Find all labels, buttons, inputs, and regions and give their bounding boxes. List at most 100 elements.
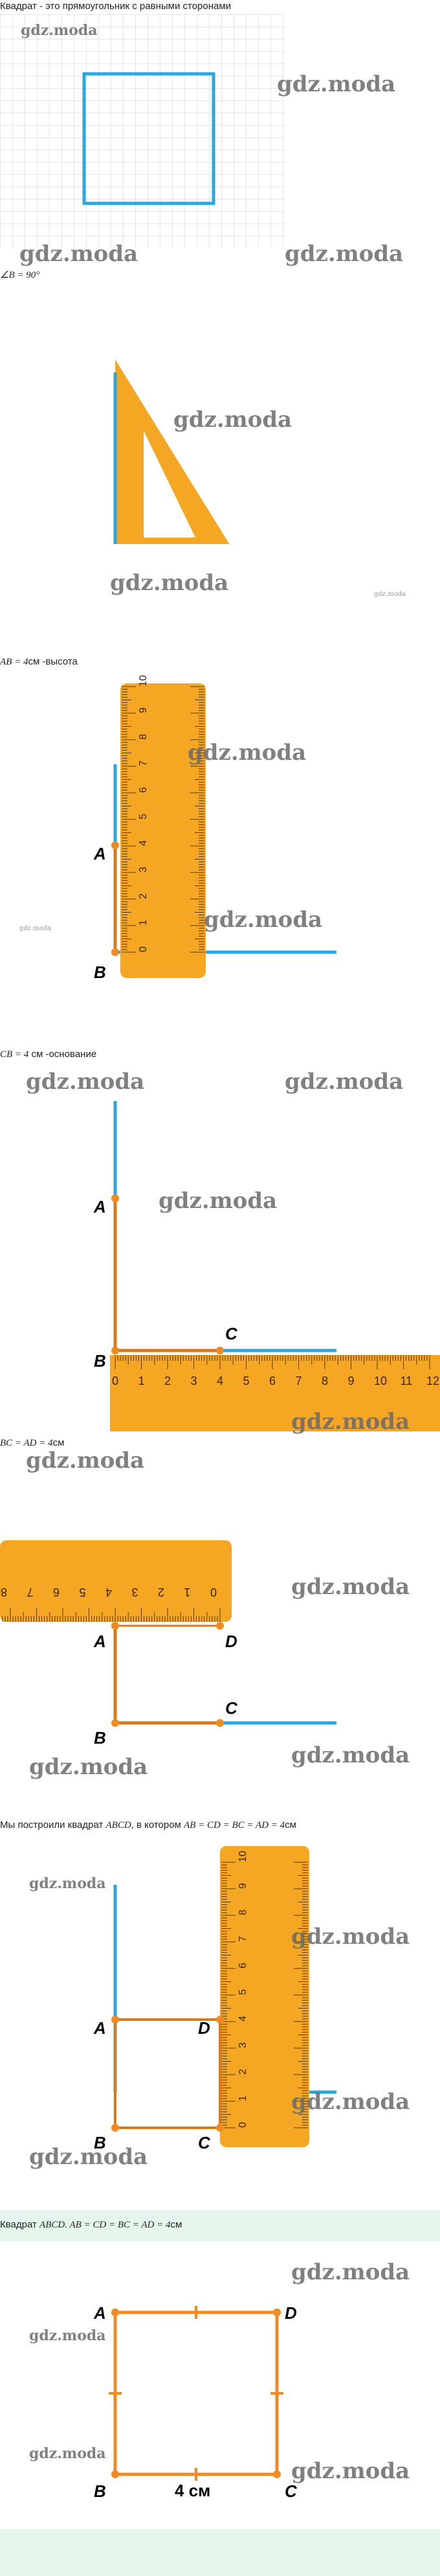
ruler-number: 4	[138, 840, 149, 846]
horizontal-ruler	[110, 1355, 440, 1431]
ruler-number: 2	[237, 2069, 248, 2075]
step5-rest: см	[52, 1437, 65, 1448]
ruler-number: 2	[158, 1586, 164, 1599]
ruler-number: 7	[138, 760, 149, 766]
ruler-number: 0	[210, 1586, 217, 1599]
set-square-figure: B	[113, 359, 230, 544]
final-band-bottom	[0, 2529, 440, 2576]
point-d	[216, 1622, 224, 1630]
step5-text: BC = AD = 4см	[0, 1437, 64, 1450]
ruler-number: 7	[237, 1936, 248, 1942]
ruler-number: 8	[237, 1909, 248, 1915]
watermark: gdz.moda	[188, 740, 307, 766]
abcd: ABCD	[105, 1820, 131, 1830]
abcd-formula: ABCD. AB = CD = BC = AD = 4	[39, 2220, 171, 2230]
watermark: gdz.moda	[285, 241, 404, 267]
label-d: D	[285, 2303, 297, 2323]
ruler-number: 5	[138, 814, 149, 819]
vertical-ruler	[120, 683, 206, 978]
angle-text: ∠B = 90°	[0, 270, 40, 280]
upside-down-ruler	[0, 1540, 232, 1622]
ruler-number: 9	[237, 1883, 248, 1889]
ruler-number: 1	[184, 1586, 190, 1599]
point-c	[216, 1719, 224, 1727]
watermark: gdz.moda	[291, 1409, 410, 1435]
point-c	[216, 1347, 224, 1354]
point-d	[273, 2308, 281, 2316]
ab-formula: AB = 4	[0, 657, 28, 667]
point-a	[111, 1622, 119, 1630]
ruler-number: 3	[138, 867, 149, 872]
ruler-number: 9	[348, 1374, 355, 1387]
label-b: B	[94, 2133, 106, 2152]
watermark: gdz.moda	[277, 71, 396, 97]
label-a: A	[93, 1197, 106, 1216]
step7-text: Квадрат ABCD. AB = CD = BC = AD = 4см	[0, 2218, 182, 2231]
label-a: A	[93, 2303, 106, 2323]
ruler-number: 3	[131, 1586, 138, 1599]
final-band-top	[0, 2210, 440, 2241]
watermark: gdz.moda	[29, 1754, 148, 1780]
label-b: B	[94, 963, 106, 982]
ruler-number: 5	[237, 1989, 248, 1995]
watermark: gdz.moda	[374, 591, 406, 598]
ruler-number: 4	[217, 1374, 223, 1387]
label-c: C	[225, 1324, 238, 1343]
point-d	[216, 2016, 224, 2023]
point-b	[111, 948, 119, 956]
ruler-number: 8	[322, 1374, 328, 1387]
watermark: gdz.moda	[291, 2089, 410, 2115]
watermark: gdz.moda	[285, 1069, 404, 1095]
ruler-number: 10	[138, 675, 149, 687]
watermark: gdz.moda	[204, 907, 323, 933]
label-a: A	[93, 2018, 106, 2038]
point-b	[111, 1347, 119, 1354]
ruler-number: 10	[237, 1851, 248, 1862]
label-b: B	[94, 1351, 106, 1371]
cb-formula: CB = 4	[0, 1049, 29, 1060]
grid-square-figure	[0, 14, 285, 247]
label-b: B	[94, 1728, 106, 1748]
point-b	[111, 2124, 119, 2132]
watermark: gdz.moda	[19, 241, 138, 267]
watermark: gdz.moda	[173, 407, 292, 433]
point-a	[111, 841, 119, 849]
ruler-number: 2	[138, 893, 149, 899]
square-abcd	[113, 2310, 279, 2476]
step4-text: CB = 4 см -основание	[0, 1048, 96, 1061]
ruler-number: 1	[237, 2095, 248, 2101]
ruler-number: 4	[237, 2016, 248, 2022]
ruler-number: 0	[138, 946, 149, 952]
point-c	[216, 2124, 224, 2132]
ruler-number: 5	[79, 1586, 85, 1599]
watermark: gdz.moda	[110, 570, 229, 596]
step3-text: AB = 4см -высота	[0, 655, 78, 668]
watermark: gdz.moda	[291, 1574, 410, 1600]
ruler-number: 0	[237, 2122, 248, 2128]
step4-rest: см -основание	[28, 1049, 97, 1060]
point-a	[111, 1194, 119, 1202]
ruler-number: 6	[237, 1963, 248, 1968]
step6-pre: Мы построили квадрат	[0, 1819, 106, 1830]
label-c: C	[285, 2481, 298, 2501]
watermark: gdz.moda	[29, 1875, 106, 1892]
point-a	[111, 2308, 119, 2316]
watermark: gdz.moda	[291, 1742, 410, 1768]
ruler-number: 10	[374, 1374, 387, 1387]
point-b	[111, 1719, 119, 1727]
step6-text: Мы построили квадрат ABCD, в котором AB …	[0, 1819, 296, 1832]
square-shape	[82, 72, 215, 205]
ruler-number: 11	[401, 1374, 413, 1387]
watermark: gdz.moda	[291, 2259, 410, 2285]
ruler-number: 8	[1, 1586, 7, 1599]
watermark: gdz.moda	[29, 2144, 148, 2170]
ruler-number: 2	[164, 1374, 171, 1387]
watermark: gdz.moda	[159, 1188, 278, 1214]
